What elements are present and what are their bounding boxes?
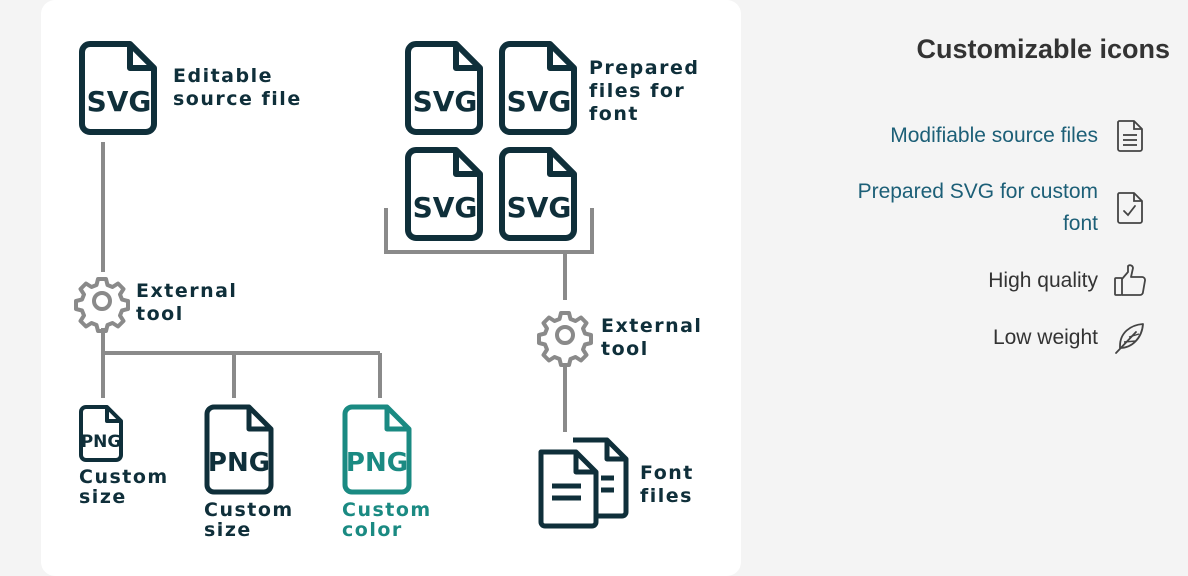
file-type-label: SVG <box>87 85 152 118</box>
png1-label-line1: Custom <box>79 466 169 488</box>
font-label-line1: Font <box>640 462 694 484</box>
png-file-icon: PNG <box>204 404 274 495</box>
svg-file-icon: SVG <box>408 44 480 132</box>
panel-title: Customizable icons <box>916 34 1170 64</box>
file-type-label: PNG <box>346 448 408 478</box>
document-lines-icon <box>1117 120 1143 152</box>
png2-label-line1: Custom <box>204 499 294 521</box>
file-type-label: SVG <box>507 85 572 118</box>
document-check-icon <box>1117 192 1143 224</box>
editable-label-line1: Editable <box>173 65 273 87</box>
png-file-icon-teal: PNG <box>342 404 412 495</box>
svg-file-icon: SVG <box>502 44 574 132</box>
png2-label-line2: size <box>204 519 252 541</box>
svg-file-icon: SVG <box>82 44 154 132</box>
file-type-label: SVG <box>413 85 478 118</box>
tool-left-label-line1: External <box>136 280 237 302</box>
editable-label-line2: source file <box>173 88 302 110</box>
feature-label[interactable]: Modifiable source files <box>890 124 1098 147</box>
file-type-label: SVG <box>413 191 478 224</box>
svg-file-icon: SVG <box>502 150 574 238</box>
feather-icon <box>1115 323 1144 354</box>
gear-icon <box>74 277 130 333</box>
prepared-label-line1: Prepared <box>589 57 699 79</box>
gear-icon <box>537 311 593 367</box>
prepared-label-line3: font <box>589 103 639 125</box>
feature-label: High quality <box>988 269 1098 292</box>
prepared-label-line2: files for <box>589 80 685 102</box>
font-files-icon <box>538 437 629 529</box>
tool-right-label-line2: tool <box>601 338 649 360</box>
font-label-line2: files <box>640 485 693 507</box>
file-type-label: PNG <box>81 432 122 452</box>
feature-high-quality: High quality <box>768 263 1148 299</box>
png-file-icon: PNG <box>79 405 123 462</box>
thumbs-up-icon <box>1114 264 1146 296</box>
file-type-label: PNG <box>208 448 270 478</box>
file-type-label: SVG <box>507 191 572 224</box>
connector-lines <box>101 142 594 432</box>
svg-file-icon: SVG <box>408 150 480 238</box>
feature-panel: Customizable icons Modifiable source fil… <box>768 0 1188 576</box>
png1-label-line2: size <box>79 486 127 508</box>
tool-left-label-line2: tool <box>136 303 184 325</box>
feature-low-weight: Low weight <box>768 320 1148 356</box>
png3-label-line1: Custom <box>342 499 432 521</box>
feature-label: Low weight <box>992 326 1098 349</box>
tool-right-label-line1: External <box>601 315 702 337</box>
png3-label-line2: color <box>342 519 403 541</box>
feature-label[interactable]: Prepared SVG for custom font <box>857 180 1098 235</box>
feature-modifiable-source[interactable]: Modifiable source files <box>768 118 1148 154</box>
feature-prepared-svg[interactable]: Prepared SVG for custom font <box>768 176 1148 240</box>
